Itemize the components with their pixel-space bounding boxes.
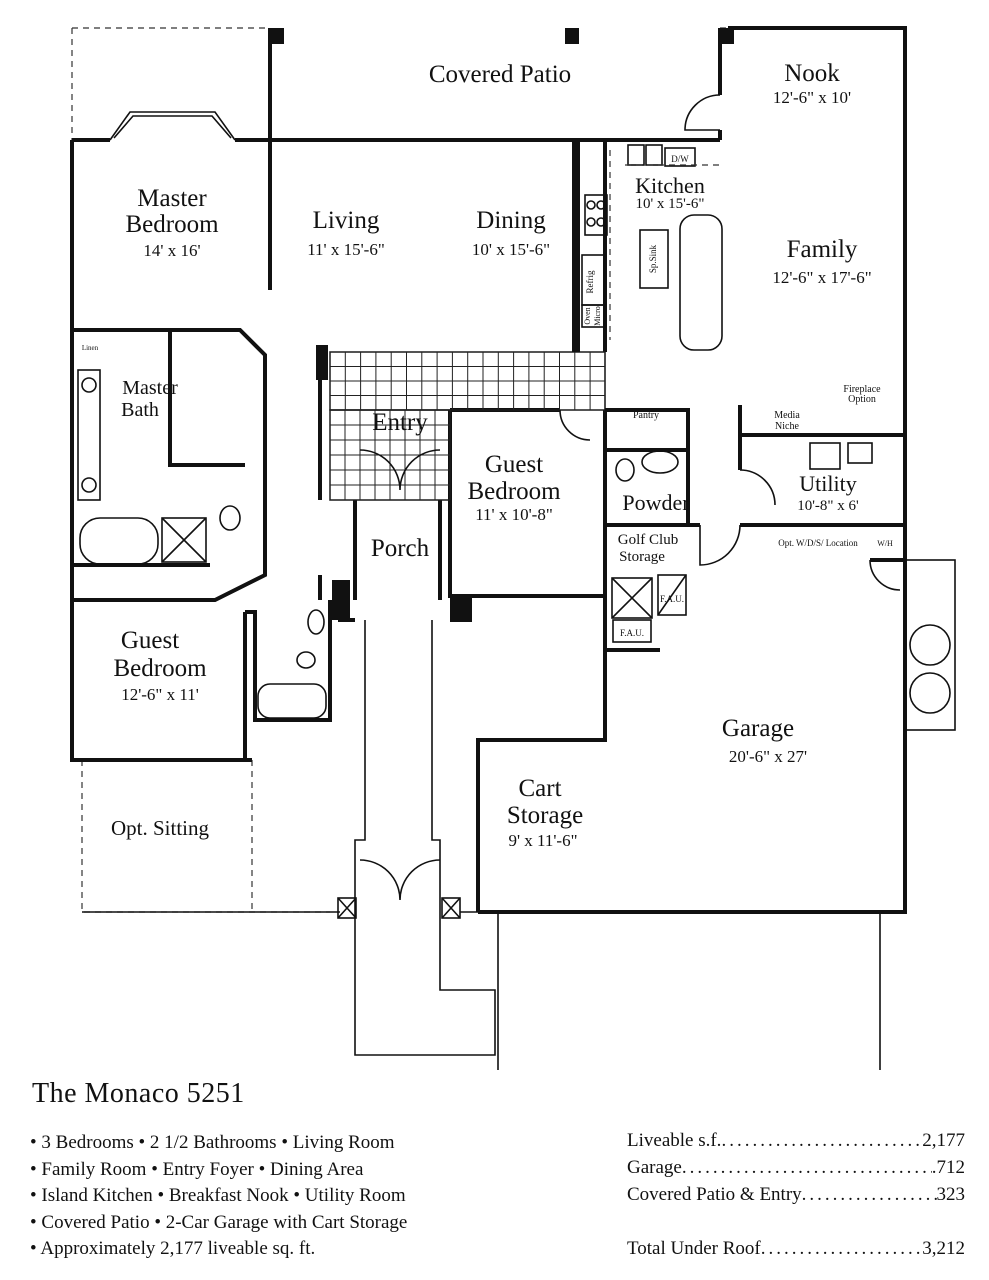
kitchen-fixtures	[581, 144, 723, 351]
dim-nook: 12'-6" x 10'	[773, 88, 851, 107]
dim-dining: 10' x 15'-6"	[472, 240, 550, 259]
label-pantry: Pantry	[633, 410, 659, 421]
label-master-bath-2: Bath	[121, 399, 159, 421]
room-labels: Covered Patio Nook 12'-6" x 10' Master B…	[111, 60, 872, 850]
floor-plan: Covered Patio Nook 12'-6" x 10' Master B…	[70, 26, 956, 1070]
bath-fixtures	[77, 369, 679, 719]
label-guest-bedroom-2-b: Bedroom	[113, 655, 207, 682]
stat-value: 2,177	[922, 1130, 965, 1151]
dim-guest-bedroom-1: 11' x 10'-8"	[475, 505, 553, 524]
label-nook: Nook	[784, 60, 840, 87]
dim-living: 11' x 15'-6"	[307, 240, 385, 259]
label-garage: Garage	[722, 715, 794, 742]
dim-guest-bedroom-2: 12'-6" x 11'	[121, 685, 199, 704]
stat-value: 323	[936, 1184, 966, 1205]
fixture-labels: Pantry Media Niche Fireplace Option Line…	[82, 154, 893, 638]
dim-family: 12'-6" x 17'-6"	[772, 268, 871, 287]
label-dw: D/W	[671, 154, 689, 164]
dim-master-bedroom: 14' x 16'	[143, 241, 200, 260]
label-cart-storage-1: Cart	[518, 775, 561, 802]
columns	[270, 28, 734, 622]
feature-line: • Approximately 2,177 liveable sq. ft.	[30, 1238, 316, 1259]
plan-title: The Monaco 5251	[32, 1078, 245, 1109]
entry-tile-grid	[329, 351, 606, 501]
dim-garage: 20'-6" x 27'	[729, 747, 807, 766]
label-fireplace-2: Option	[848, 394, 876, 405]
label-linen: Linen	[82, 344, 99, 352]
door-swings	[359, 94, 901, 901]
label-master-bedroom-2: Bedroom	[125, 211, 219, 238]
label-family: Family	[787, 236, 858, 263]
exterior-walls	[70, 26, 907, 914]
stat-row-patio-entry: Covered Patio & Entry ..................…	[627, 1181, 965, 1208]
stat-value: 3,212	[922, 1238, 965, 1259]
label-cart-storage-2: Storage	[507, 802, 583, 829]
square-footage-table: Liveable s.f. ..........................…	[627, 1127, 965, 1262]
stat-label: Covered Patio & Entry	[627, 1184, 802, 1205]
stat-row-liveable: Liveable s.f. ..........................…	[627, 1127, 965, 1154]
label-golf-club-storage-1: Golf Club	[618, 532, 678, 548]
label-guest-bedroom-2-a: Guest	[121, 627, 179, 654]
dim-utility: 10'-8" x 6'	[797, 498, 859, 514]
label-media-niche-1: Media	[774, 410, 800, 421]
label-media-niche-2: Niche	[775, 421, 799, 432]
label-utility: Utility	[799, 471, 856, 496]
label-covered-patio: Covered Patio	[429, 61, 571, 88]
stat-row-garage: Garage .................................…	[627, 1154, 965, 1181]
label-opt-wds: Opt. W/D/S/ Location	[778, 538, 858, 548]
label-micro: Micro	[593, 306, 602, 326]
label-powder: Powder	[622, 490, 690, 515]
label-dining: Dining	[476, 207, 546, 234]
stat-value: .712	[931, 1157, 965, 1178]
dim-cart-storage: 9' x 11'-6"	[508, 831, 577, 850]
label-wh: W/H	[877, 539, 893, 548]
walkway	[82, 620, 881, 1070]
label-kitchen: Kitchen	[635, 173, 705, 198]
label-golf-club-storage-2: Storage	[619, 549, 665, 565]
label-master-bath-1: Master	[122, 377, 178, 399]
feature-line: • Covered Patio • 2-Car Garage with Cart…	[30, 1211, 408, 1233]
label-oven: Oven	[583, 307, 592, 324]
dim-kitchen: 10' x 15'-6"	[635, 196, 704, 212]
label-porch: Porch	[371, 535, 430, 562]
label-island-sink: Sp.Sink	[648, 244, 658, 273]
label-fau-1: F.A.U.	[660, 594, 684, 604]
stat-label: Liveable s.f.	[627, 1130, 722, 1151]
feature-line: • 3 Bedrooms • 2 1/2 Bathrooms • Living …	[30, 1132, 395, 1153]
utility-fixtures	[337, 442, 956, 919]
label-fireplace-1: Fireplace	[843, 384, 881, 395]
feature-list: • 3 Bedrooms • 2 1/2 Bathrooms • Living …	[30, 1130, 407, 1263]
label-refrig: Refrig	[585, 270, 595, 293]
label-guest-bedroom-1-b: Bedroom	[467, 478, 561, 505]
label-guest-bedroom-1-a: Guest	[485, 451, 543, 478]
stat-label: Total Under Roof	[627, 1238, 761, 1259]
label-entry: Entry	[372, 409, 428, 436]
label-living: Living	[313, 207, 380, 234]
label-master-bedroom-1: Master	[137, 185, 207, 212]
stat-row-total: Total Under Roof .......................…	[627, 1235, 965, 1262]
label-fau-2: F.A.U.	[620, 628, 644, 638]
feature-line: • Family Room • Entry Foyer • Dining Are…	[30, 1158, 364, 1180]
master-bay-window	[109, 111, 236, 141]
feature-line: • Island Kitchen • Breakfast Nook • Util…	[30, 1185, 406, 1206]
label-opt-sitting: Opt. Sitting	[111, 816, 210, 840]
stat-label: Garage	[627, 1157, 682, 1178]
